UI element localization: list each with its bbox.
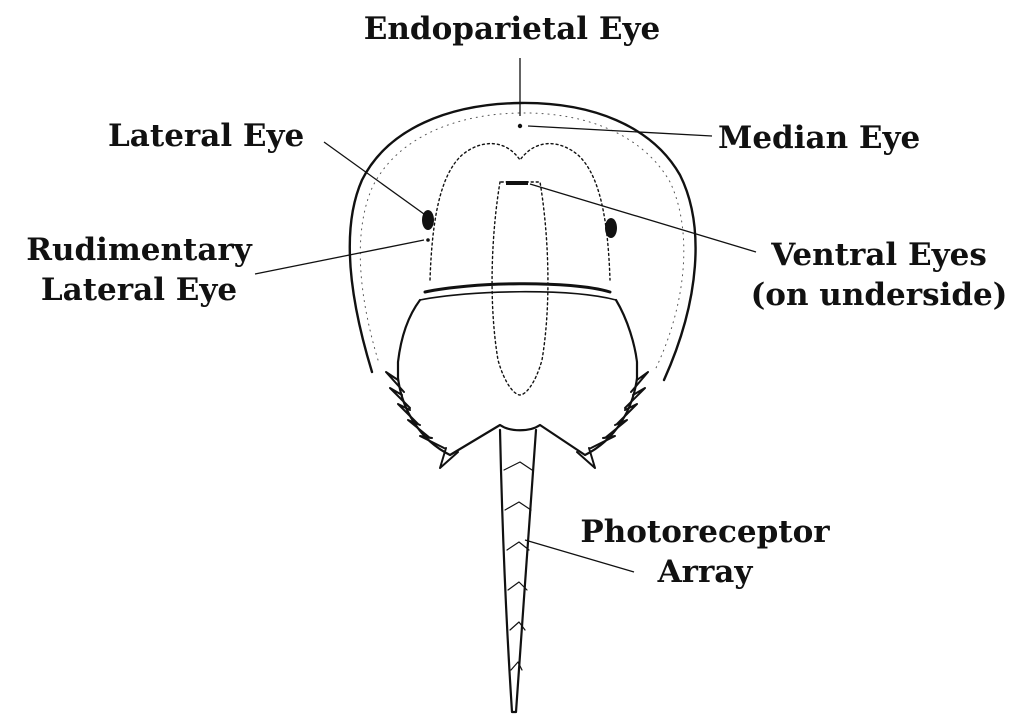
median-eye [518,124,522,128]
leader-median-eye [528,126,712,136]
label-ventral-line2: (on underside) [745,275,1010,315]
inner-ridge [430,144,610,280]
label-lateral-eye: Lateral Eye [108,116,304,156]
hinge-line-lower [420,292,616,300]
leader-ventral-eyes [530,184,756,252]
leader-lateral-eye [324,142,424,214]
ventral-eyes-mark [506,181,528,185]
label-photoreceptor-line2: Array [570,552,840,592]
label-rudimentary-lateral-eye: Rudimentary Lateral Eye [8,230,270,310]
lateral-eye-left [422,210,434,230]
telson-outline [500,430,536,712]
lateral-eye-right [605,218,617,238]
hinge-line [425,284,610,292]
label-rudimentary-line2: Lateral Eye [8,270,270,310]
label-photoreceptor-line1: Photoreceptor [570,512,840,552]
label-ventral-line1: Ventral Eyes [745,235,1010,275]
label-photoreceptor-array: Photoreceptor Array [570,512,840,592]
rudimentary-lateral-eye [426,238,430,242]
label-endoparietal-eye: Endoparietal Eye [351,9,673,49]
central-ridge [492,182,548,395]
carapace-stipple [360,113,684,368]
leader-rudimentary [255,240,424,274]
label-ventral-eyes: Ventral Eyes (on underside) [745,235,1010,315]
label-median-eye: Median Eye [718,118,920,158]
abdomen-outline [398,300,637,455]
label-rudimentary-line1: Rudimentary [8,230,270,270]
